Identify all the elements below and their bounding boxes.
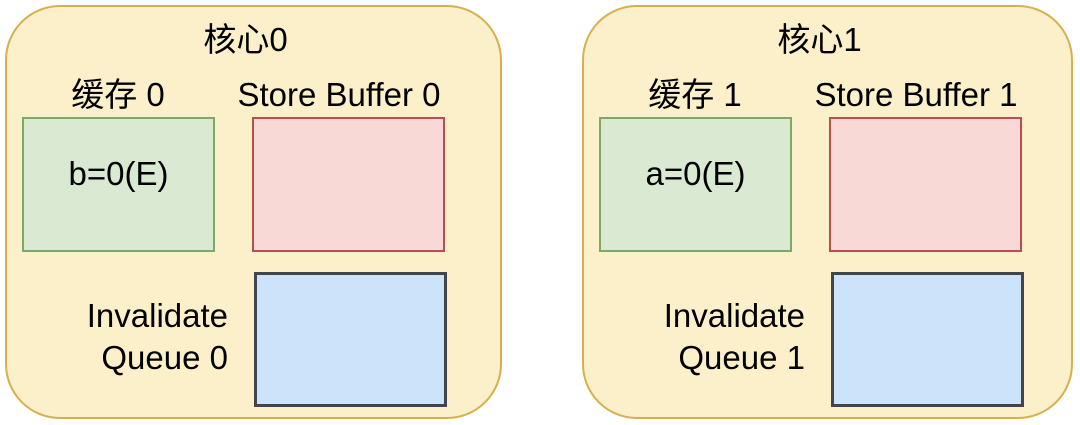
core0-invalidate-queue-box — [254, 272, 447, 407]
core0-store-buffer-label: Store Buffer 0 — [237, 76, 441, 113]
core0-invalidate-queue-label-line1: Invalidate — [86, 297, 228, 334]
core1-invalidate-queue-label-line2: Queue 1 — [678, 339, 805, 376]
core1-invalidate-queue-box — [831, 272, 1024, 407]
core0-invalidate-queue-label-line2: Queue 0 — [101, 339, 228, 376]
core1-title: 核心1 — [777, 21, 862, 58]
core0-cache-value: b=0(E) — [68, 155, 169, 192]
core0-title: 核心0 — [203, 21, 288, 58]
core0-card: 核心0 缓存 0 Store Buffer 0 b=0(E) Invalidat… — [5, 5, 502, 419]
core1-card: 核心1 缓存 1 Store Buffer 1 a=0(E) Invalidat… — [582, 5, 1073, 419]
core1-invalidate-queue-label: Invalidate Queue 1 — [584, 295, 805, 379]
core0-store-buffer-box — [252, 117, 445, 252]
core0-cache-box: b=0(E) — [22, 117, 215, 252]
core1-cache-label: 缓存 1 — [648, 76, 742, 113]
core1-cache-box: a=0(E) — [599, 117, 792, 252]
core1-store-buffer-box — [829, 117, 1022, 252]
core0-cache-label: 缓存 0 — [71, 76, 165, 113]
core1-invalidate-queue-label-line1: Invalidate — [663, 297, 805, 334]
core0-invalidate-queue-label: Invalidate Queue 0 — [7, 295, 228, 379]
core1-store-buffer-label: Store Buffer 1 — [814, 76, 1018, 113]
core1-cache-value: a=0(E) — [645, 155, 746, 192]
